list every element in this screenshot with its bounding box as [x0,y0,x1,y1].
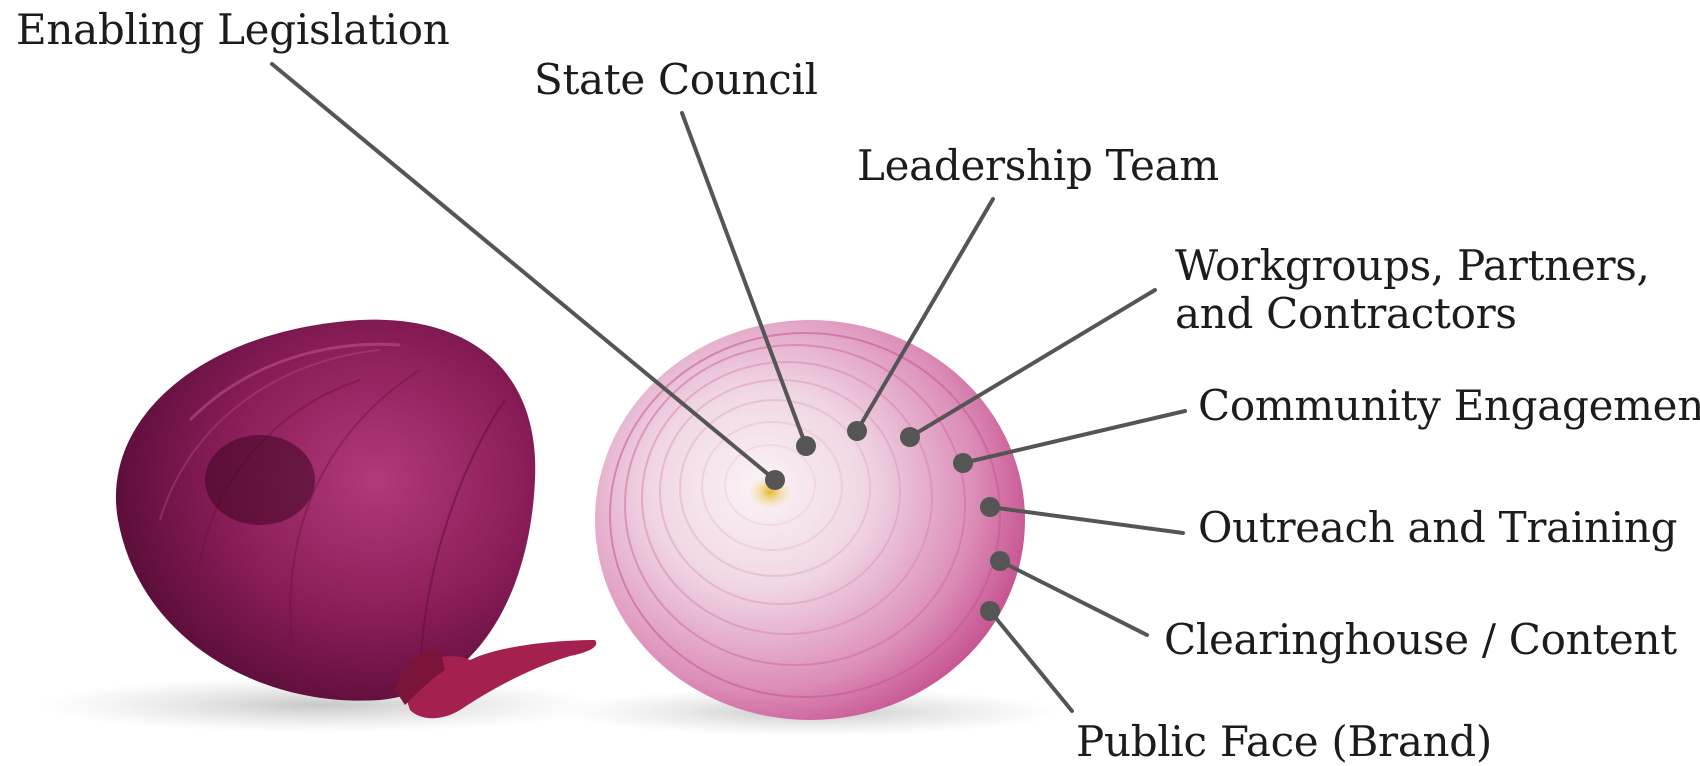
marker-workgroups [900,427,920,447]
leader-line-enabling-legislation [270,62,777,482]
marker-leadership-team [847,421,867,441]
marker-outreach-training [980,497,1000,517]
leader-line-workgroups [908,288,1157,439]
label-workgroups: Workgroups, Partners, and Contractors [1175,242,1650,338]
label-enabling-legislation: Enabling Legislation [16,5,450,54]
label-workgroups-line1: Workgroups, Partners, [1175,241,1650,290]
marker-public-face [980,601,1000,621]
marker-enabling-legislation [765,470,785,490]
marker-clearinghouse [990,551,1010,571]
marker-state-council [796,436,816,456]
label-state-council: State Council [534,55,818,104]
leader-lines [270,62,1187,713]
label-public-face: Public Face (Brand) [1076,717,1492,766]
label-outreach-training: Outreach and Training [1198,503,1678,552]
label-leadership-team: Leadership Team [857,141,1219,190]
leader-line-state-council [680,111,808,448]
leader-line-community-engagement [961,409,1187,465]
marker-community-engagement [953,453,973,473]
leader-line-public-face [988,609,1074,713]
label-workgroups-line2: and Contractors [1175,289,1517,338]
label-community-engagement: Community Engagement [1198,381,1700,430]
leader-line-outreach-training [988,505,1185,535]
label-clearinghouse: Clearinghouse / Content [1164,615,1677,664]
leader-line-leadership-team [855,197,995,433]
whole-onion [115,319,597,719]
leader-markers [765,421,1010,621]
leader-line-clearinghouse [998,559,1149,637]
half-onion [595,320,1025,720]
